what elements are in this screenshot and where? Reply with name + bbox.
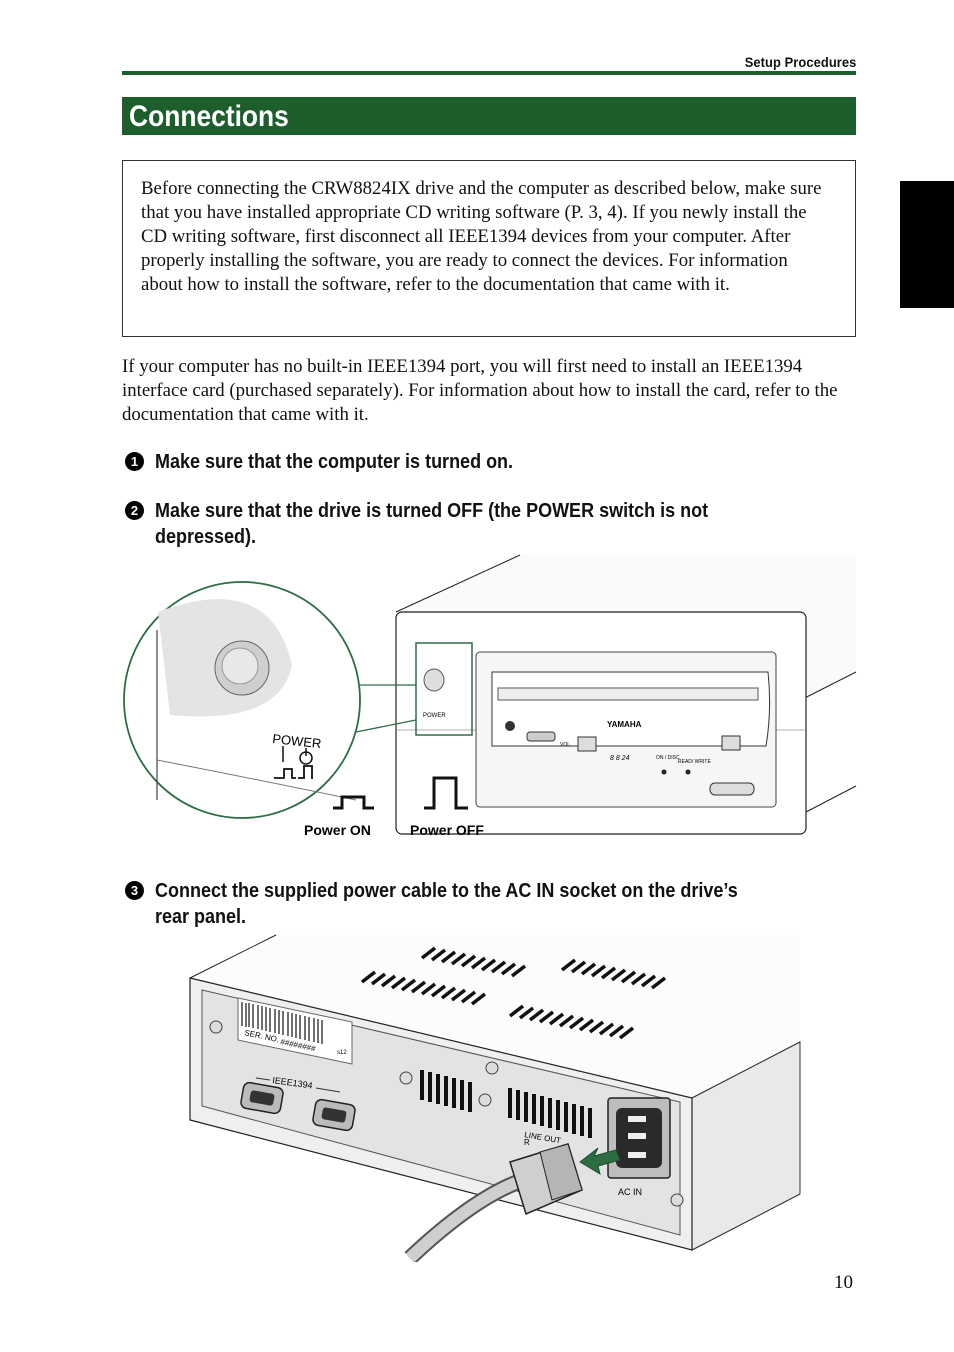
section-title: Connections xyxy=(129,100,289,133)
brand-logo: YAMAHA xyxy=(607,720,642,729)
step-text: Make sure that the drive is turned OFF (… xyxy=(155,500,709,548)
power-switch-zoom: POWER xyxy=(123,581,417,819)
step-number: 1 xyxy=(125,452,144,471)
page-number: 10 xyxy=(834,1272,853,1293)
speed-label: 8 8 24 xyxy=(610,755,630,762)
power-on-label: Power ON xyxy=(304,822,371,838)
power-off-label: Power OFF xyxy=(410,822,484,838)
step-number: 3 xyxy=(125,881,144,900)
step-text: Make sure that the computer is turned on… xyxy=(155,451,514,473)
label-suffix: s12 xyxy=(337,1050,347,1056)
header-rule xyxy=(122,71,856,75)
vol-label: VOL. xyxy=(560,742,571,748)
insert-arrow xyxy=(579,1147,621,1176)
power-on-symbol xyxy=(333,795,374,810)
section-title-bar: Connections xyxy=(122,97,856,135)
read-write-label: READ/ WRITE xyxy=(678,759,711,765)
note-text: Before connecting the CRW8824IX drive an… xyxy=(141,178,822,295)
thumb-tab xyxy=(900,181,954,308)
step-text: Connect the supplied power cable to the … xyxy=(155,880,738,928)
rear-panel-figure: SER. NO. ######## s12 IEEE1394 LINE OUT … xyxy=(189,934,801,1262)
ac-in-label: AC IN xyxy=(618,1187,642,1197)
line-out-r-label: R xyxy=(524,1138,530,1147)
step-number: 2 xyxy=(125,501,144,520)
power-off-symbol xyxy=(424,776,468,810)
drive-rear-illustration: SER. NO. ######## s12 IEEE1394 LINE OUT … xyxy=(189,934,801,1262)
power-label: POWER xyxy=(272,731,322,751)
running-header: Setup Procedures xyxy=(744,54,856,70)
intro-paragraph: If your computer has no built-in IEEE139… xyxy=(122,356,838,425)
note-box: Before connecting the CRW8824IX drive an… xyxy=(122,160,856,337)
small-power-label: POWER xyxy=(423,713,446,719)
drive-front-illustration: POWER YAMAHA VOL. 8 8 24 ON / DISC READ/… xyxy=(395,554,857,835)
on-disc-label: ON / DISC xyxy=(656,755,680,761)
front-panel-figure: POWER YAMAHA VOL. 8 8 24 ON / DISC READ/… xyxy=(123,554,857,838)
